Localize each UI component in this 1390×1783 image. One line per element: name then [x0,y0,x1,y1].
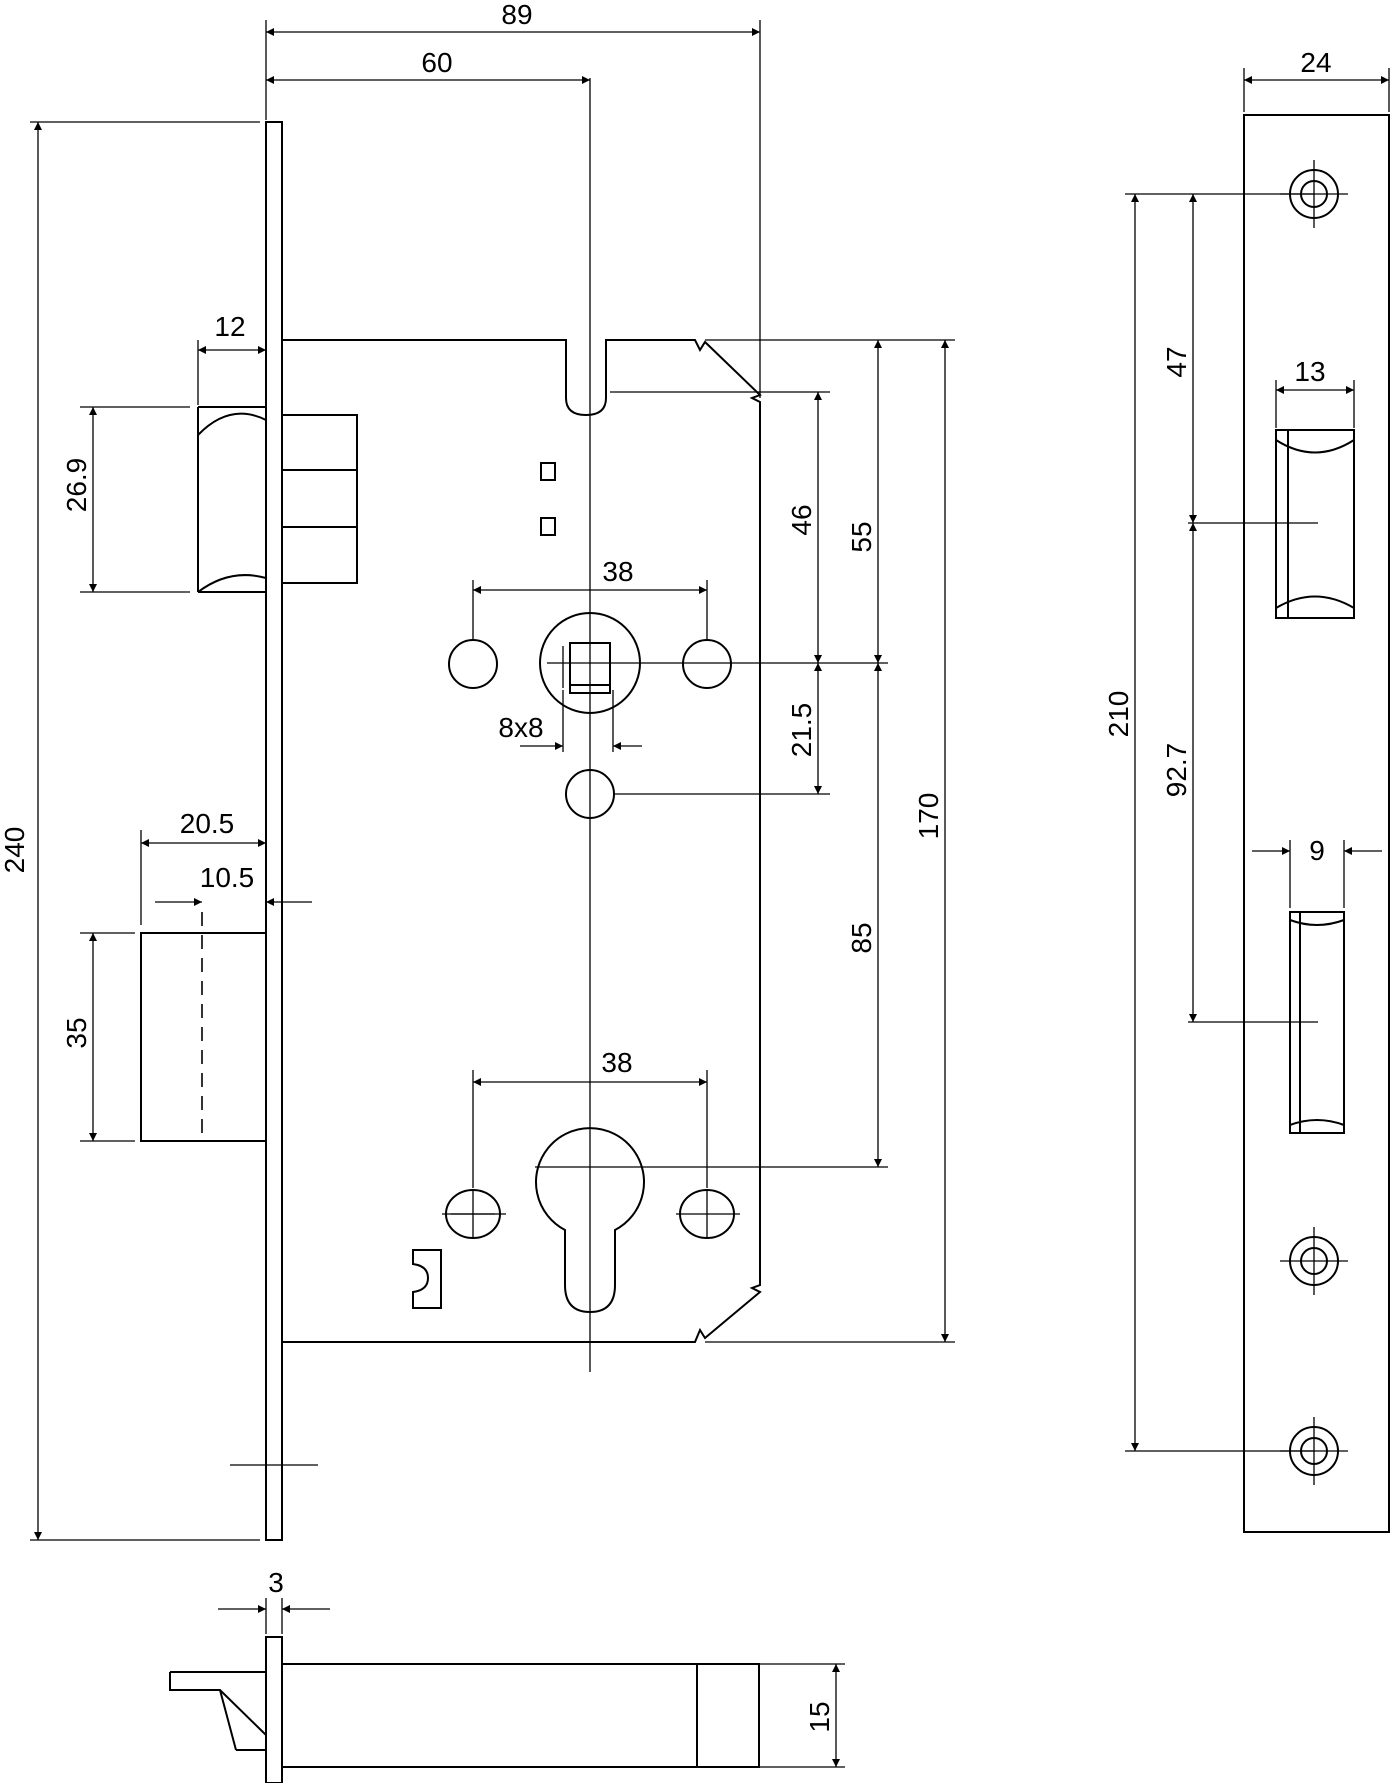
dim-bolt-window-width: 9 [1309,835,1325,866]
dimension-lines [30,20,1390,1767]
latch-bolt [197,406,267,593]
dim-spindle-size: 8x8 [498,712,543,743]
lock-body [282,339,762,1343]
dim-faceplate-thickness: 3 [268,1567,284,1598]
body-section [281,1663,760,1768]
dim-latch-projection: 12 [214,311,245,342]
strike-plate [1243,114,1390,1533]
dim-screw-to-latch: 47 [1161,346,1192,377]
front-view [140,20,955,1541]
dim-spindle-to-screw: 21.5 [786,703,817,758]
dim-latch-to-bolt: 92.7 [1161,743,1192,798]
dim-faceplate-height: 240 [0,827,30,874]
dim-backset: 60 [421,47,452,78]
strike-screw-middle [1280,1227,1348,1295]
bolt-window [1289,911,1345,1134]
latch-section [169,1671,267,1751]
dim-latch-window-width: 13 [1294,356,1325,387]
dim-deadbolt-height: 35 [61,1017,92,1048]
dim-body-height: 170 [913,793,944,840]
euro-cylinder-cutout [412,1127,888,1314]
handle-screw-hole-right [682,639,732,689]
strike-plate-view [1125,114,1390,1533]
dim-spindle-to-top: 46 [786,504,817,535]
dim-deadbolt-throw: 20.5 [180,808,235,839]
dimension-labels: 89 60 240 12 26.9 20.5 10.5 35 38 8x8 46… [0,0,1332,1733]
dim-cylinder-screw-spacing: 38 [601,1047,632,1078]
deadbolt [140,932,267,1142]
dim-body-top-to-spindle: 55 [846,521,877,552]
faceplate [265,121,283,1541]
dim-bolt-thickness: 15 [804,1701,835,1732]
latch-window [1275,429,1355,619]
dim-strike-width: 24 [1300,47,1331,78]
dim-deadbolt-offset: 10.5 [200,862,255,893]
dim-latch-height: 26.9 [61,458,92,513]
dim-overall-depth: 89 [501,0,532,30]
dim-strike-screw-spacing: 210 [1103,691,1134,738]
handle-screw-hole-left [448,639,498,689]
faceplate-section [265,1636,283,1783]
dim-spindle-to-cylinder: 85 [846,922,877,953]
top-view [169,1636,845,1783]
dim-handle-screw-spacing: 38 [602,556,633,587]
latch-housing [281,414,358,584]
